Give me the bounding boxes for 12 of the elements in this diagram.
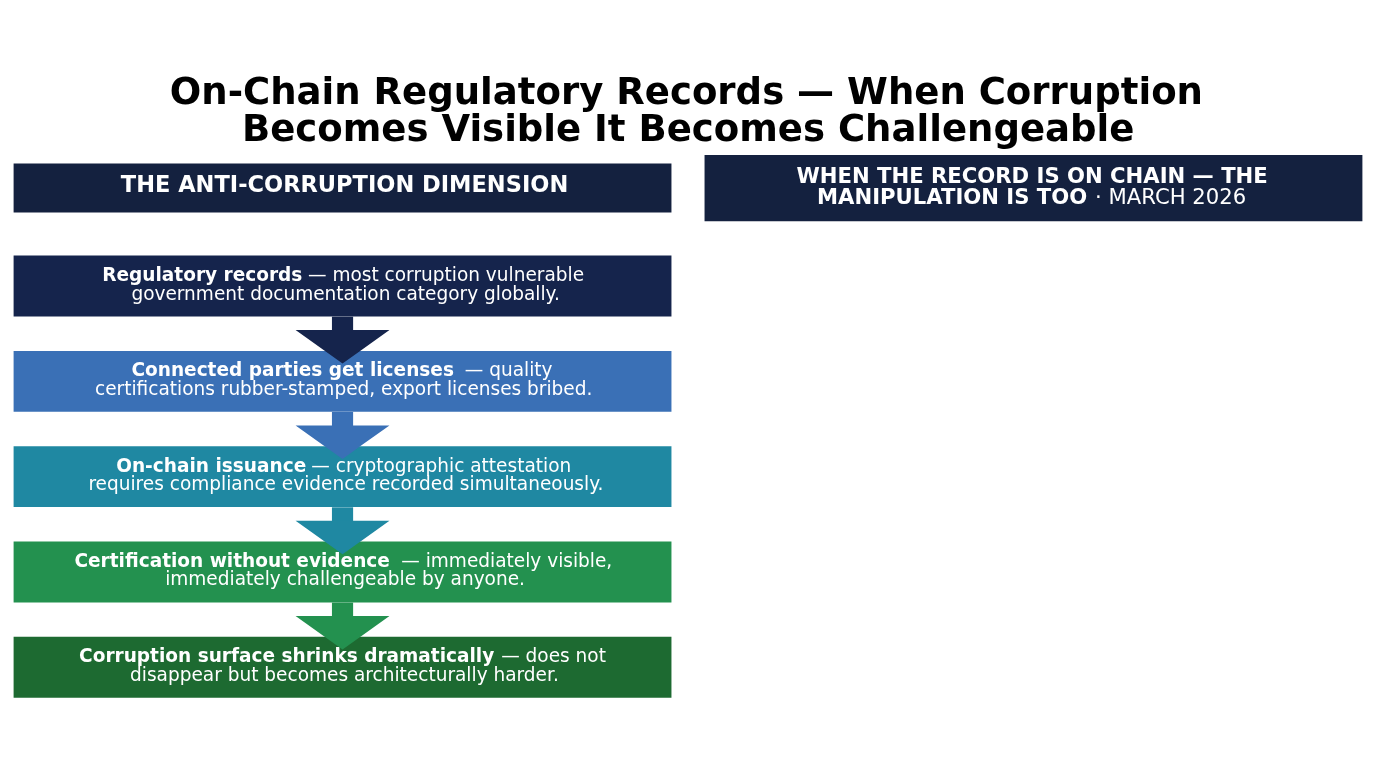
node-box: WHEN THE RECORD IS ON CHAIN — THE MANIPULATION IS TOO · MARCH 2026 bbox=[704, 155, 1363, 222]
arrow bbox=[295, 602, 390, 650]
node-box: On-chain issuance — cryptographic attestation requires compliance evidence recorded simultaneously. bbox=[13, 446, 672, 508]
node-box: Connected parties get licenses — quality certifications rubber-stamped, export licenses bribed. bbox=[13, 350, 672, 412]
arrow bbox=[295, 316, 390, 364]
arrow bbox=[295, 412, 390, 459]
node-box: THE ANTI-CORRUPTION DIMENSION bbox=[13, 163, 672, 213]
diagram-title: On-Chain Regulatory Records — When Corruption Becomes Visible It Becomes Challengeable bbox=[169, 69, 1203, 150]
node-box: Corruption surface shrinks dramatically — does not disappear but becomes architecturally harder. bbox=[13, 636, 672, 698]
arrow bbox=[295, 507, 390, 555]
node-box: Regulatory records — most corruption vulnerable government documentation category globally. bbox=[13, 255, 672, 317]
node-box: Certification without evidence — immediately visible, immediately challengeable by anyone. bbox=[13, 541, 672, 603]
